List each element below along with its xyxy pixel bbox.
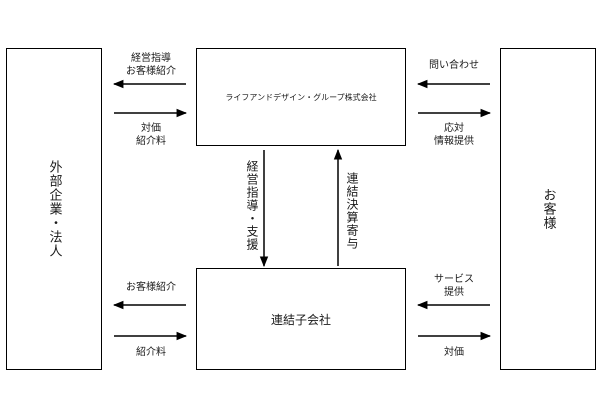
flow-label-line: お客様紹介: [126, 282, 176, 293]
parent-company-label: ライフアンドデザイン・グループ株式会社: [225, 92, 377, 102]
flow-label-line: サービス: [434, 274, 474, 285]
subsidiary-box: 連結子会社: [196, 268, 406, 370]
customer-label: お客様: [540, 188, 556, 230]
flow-label-line: 提供: [444, 287, 464, 298]
external-companies-box: 外部企業・法人: [6, 48, 102, 370]
flow-label-line: 紹介料: [136, 136, 166, 147]
flow-label-line: 応対: [444, 123, 464, 134]
flow-label-line: 対価: [141, 123, 161, 134]
flow-label-external-to-parent: 対価 紹介料: [112, 122, 190, 148]
flow-label-line: お客様紹介: [126, 66, 176, 77]
flow-label-parent-to-external: 経営指導 お客様紹介: [112, 52, 190, 78]
flow-label-line: 情報提供: [434, 136, 474, 147]
flow-label-parent-to-customer: 応対 情報提供: [414, 122, 494, 148]
subsidiary-label: 連結子会社: [270, 312, 331, 327]
flow-label-subsidiary-to-parent: 連結決算寄与: [345, 172, 359, 250]
flow-label-customer-to-subsidiary: 対価: [414, 346, 494, 359]
flow-label-customer-to-parent: 問い合わせ: [414, 59, 494, 72]
flow-label-line: 対価: [444, 347, 464, 358]
flow-label-external-to-subsidiary: 紹介料: [112, 346, 190, 359]
external-companies-label: 外部企業・法人: [46, 160, 62, 258]
parent-company-box: ライフアンドデザイン・グループ株式会社: [196, 48, 406, 146]
flow-label-line: 問い合わせ: [429, 60, 479, 71]
flow-label-line: 経営指導: [131, 53, 171, 64]
customer-box: お客様: [500, 48, 596, 370]
flow-label-parent-to-subsidiary: 経営指導・支援: [245, 160, 259, 251]
flow-label-subsidiary-to-customer: サービス 提供: [414, 273, 494, 299]
flow-label-line: 紹介料: [136, 347, 166, 358]
flow-label-subsidiary-to-external: お客様紹介: [112, 281, 190, 294]
